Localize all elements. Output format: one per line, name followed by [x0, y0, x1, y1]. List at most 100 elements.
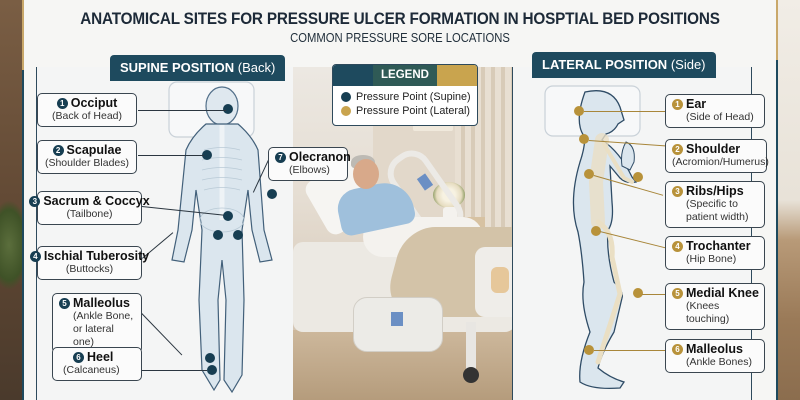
photo-bed-leg — [466, 322, 476, 370]
supine-header-title: SUPINE POSITION — [120, 60, 235, 75]
supine-panel-header: SUPINE POSITION (Back) — [110, 55, 286, 81]
legend: LEGEND Pressure Point (Supine) Pressure … — [332, 64, 478, 126]
label-title: Shoulder — [686, 142, 741, 156]
badge-2: 2 — [52, 145, 64, 156]
connector-ear — [584, 111, 665, 113]
label-desc: (Hip Bone) — [686, 253, 737, 265]
lateral-dot-knee — [633, 288, 643, 298]
connector-heel — [142, 370, 207, 372]
lateral-dot-malleolus — [584, 345, 594, 355]
legend-item-lateral: Pressure Point (Lateral) — [333, 103, 477, 117]
label-desc: (Back of Head) — [51, 110, 123, 122]
label-title: Ischial Tuberosity — [43, 249, 150, 263]
lateral-dot-elbow — [633, 172, 643, 182]
supine-dot-malleolus — [205, 353, 215, 363]
label-title: Malleolus — [73, 296, 130, 310]
supine-dot-ischial-left — [213, 230, 223, 240]
legend-title: LEGEND — [373, 65, 437, 86]
badge-4: 4 — [672, 241, 683, 252]
photo-patient-head — [353, 159, 379, 189]
label-desc: (Acromion/Humerus) — [672, 156, 769, 168]
badge-7: 7 — [275, 152, 286, 163]
page-subtitle: COMMON PRESSURE SORE LOCATIONS — [290, 31, 510, 45]
supine-header-paren: (Back) — [237, 60, 276, 75]
badge-5: 5 — [672, 288, 683, 299]
lateral-dot-ear — [574, 106, 584, 116]
label-title: Occiput — [70, 96, 118, 110]
supine-dot-occiput — [223, 104, 233, 114]
legend-header-accent-left — [333, 65, 373, 86]
connector-malleolus — [594, 350, 667, 352]
label-desc: (Side of Head) — [686, 111, 754, 123]
label-title: Malleolus — [686, 342, 743, 356]
badge-6: 6 — [73, 352, 84, 363]
room-right-edge — [776, 0, 800, 400]
label-desc: (Elbows) — [289, 164, 330, 176]
label-desc: (Buttocks) — [65, 263, 114, 275]
lateral-dot-shoulder — [579, 134, 589, 144]
legend-item-supine: Pressure Point (Supine) — [333, 86, 477, 103]
badge-6: 6 — [672, 344, 683, 355]
photo-flowers — [433, 182, 465, 208]
photo-foot-control — [391, 312, 403, 326]
card-right-accent — [776, 60, 778, 400]
photo-rail-accent — [491, 267, 509, 293]
label-desc-2: or lateral one) — [73, 323, 114, 348]
legend-label-supine: Pressure Point (Supine) — [356, 91, 471, 103]
legend-header: LEGEND — [333, 65, 477, 86]
supine-dot-ischial-right — [233, 230, 243, 240]
label-desc: (Specific to — [686, 198, 738, 210]
label-title: Medial Knee — [686, 286, 759, 300]
label-title: Olecranon — [289, 150, 351, 164]
label-title: Sacrum & Coccyx — [43, 194, 150, 208]
badge-3: 3 — [29, 196, 41, 207]
legend-header-accent-right — [437, 65, 477, 86]
badge-3: 3 — [672, 186, 683, 197]
label-desc: (Calcaneus) — [63, 364, 120, 376]
legend-label-lateral: Pressure Point (Lateral) — [356, 105, 471, 117]
hospital-bed-photo — [293, 67, 515, 400]
label-title: Ear — [686, 97, 707, 111]
supine-skeleton-figure — [168, 81, 273, 394]
badge-2: 2 — [672, 144, 683, 155]
page-title: ANATOMICAL SITES FOR PRESSURE ULCER FORM… — [80, 9, 720, 28]
connector-occiput — [138, 110, 226, 112]
label-title: Scapulae — [66, 143, 122, 157]
lateral-dot-trochanter — [591, 226, 601, 236]
label-desc: (Knees touching) — [686, 300, 730, 325]
supine-dot-scapulae — [202, 150, 212, 160]
lateral-header-title: LATERAL POSITION — [542, 57, 668, 72]
label-title: Heel — [87, 350, 114, 364]
photo-caster-wheel — [463, 367, 479, 383]
label-desc: (Ankle Bone, — [73, 310, 134, 322]
legend-swatch-lateral — [341, 106, 351, 116]
lateral-header-paren: (Side) — [670, 57, 706, 72]
supine-dot-heel — [207, 365, 217, 375]
legend-swatch-supine — [341, 92, 351, 102]
badge-4: 4 — [29, 251, 41, 262]
lateral-panel-header: LATERAL POSITION (Side) — [532, 52, 716, 78]
connector-scapulae — [138, 155, 204, 157]
badge-5: 5 — [59, 298, 70, 309]
badge-1: 1 — [56, 98, 68, 109]
label-desc: (Shoulder Blades) — [44, 157, 130, 169]
label-desc: (Tailbone) — [66, 208, 113, 220]
lateral-skeleton-figure — [544, 85, 641, 390]
label-desc-2: patient width) — [686, 211, 749, 223]
badge-1: 1 — [672, 99, 683, 110]
label-title: Trochanter — [686, 239, 751, 253]
supine-dot-olecranon — [267, 189, 277, 199]
connector-knee — [642, 294, 667, 296]
supine-dot-sacrum — [223, 211, 233, 221]
